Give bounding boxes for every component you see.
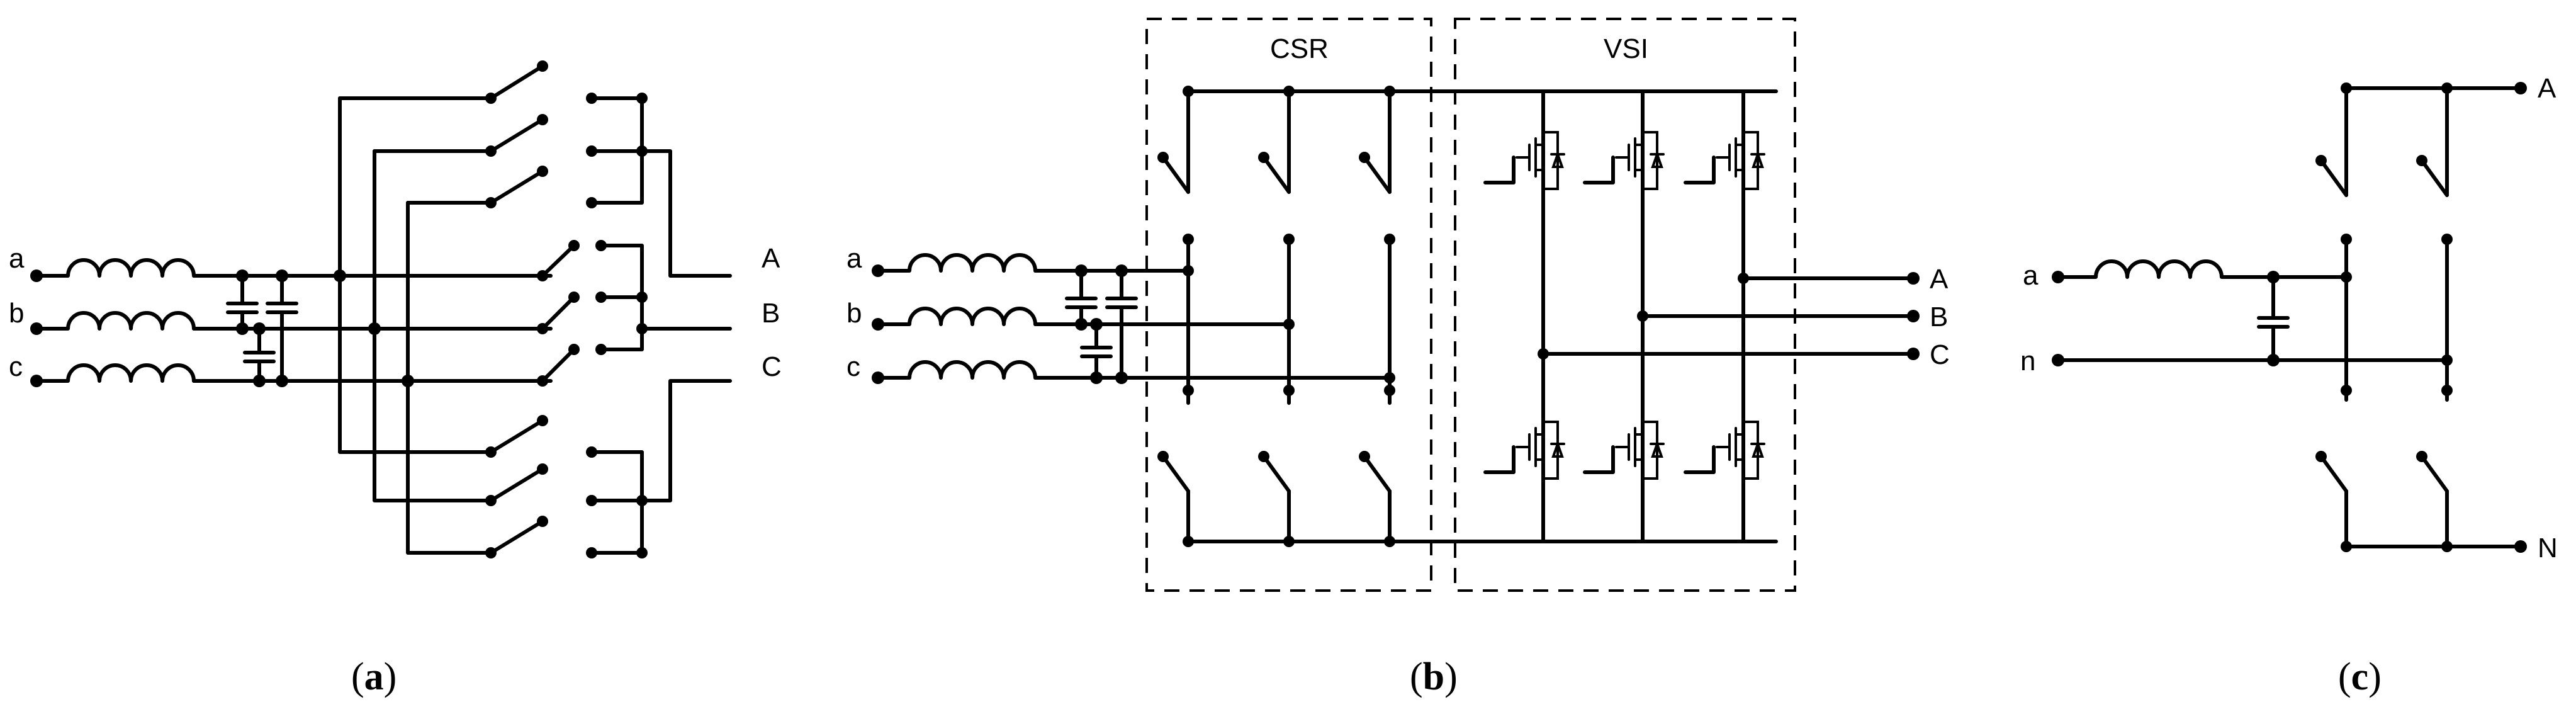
panel-c-output-terminals bbox=[2514, 82, 2527, 553]
panel-b-output-terminals bbox=[1907, 272, 1920, 360]
panel-c-capacitor bbox=[2257, 271, 2290, 366]
panel-b-input-lines bbox=[1033, 269, 1392, 380]
panel-a-output-bars bbox=[586, 93, 732, 558]
panel-b-inductors bbox=[876, 253, 1037, 380]
panel-b: CSR VSI a b c bbox=[846, 18, 1950, 698]
panel-a-bus-lines bbox=[334, 96, 493, 555]
panel-c-input-a-label: a bbox=[2023, 260, 2039, 291]
panel-a-capacitors bbox=[226, 269, 298, 387]
panel-a: a b c bbox=[9, 60, 782, 698]
panel-a-input-b-label: b bbox=[9, 298, 24, 329]
panel-c-caption: (c) bbox=[2338, 655, 2382, 698]
vsi-box bbox=[1454, 18, 1796, 592]
panel-a-output-B-label: B bbox=[762, 298, 780, 329]
panel-b-input-a-label: a bbox=[846, 243, 862, 274]
panel-b-input-c-label: c bbox=[846, 351, 860, 382]
csr-label: CSR bbox=[1270, 33, 1329, 64]
panel-b-caption: (b) bbox=[1410, 655, 1458, 698]
panel-a-output-C-label: C bbox=[762, 351, 782, 382]
panel-a-inductors bbox=[35, 258, 196, 383]
panel-a-input-c-label: c bbox=[9, 351, 23, 382]
panel-b-input-b-label: b bbox=[846, 298, 862, 329]
panel-a-input-a-label: a bbox=[9, 243, 25, 274]
panel-a-caption: (a) bbox=[351, 655, 397, 698]
panel-a-output-A-label: A bbox=[762, 243, 780, 274]
panel-b-output-A-label: A bbox=[1930, 264, 1949, 295]
vsi-label: VSI bbox=[1604, 33, 1648, 64]
panel-a-switch-matrix bbox=[485, 60, 580, 558]
vsi-mosfets bbox=[1483, 131, 1765, 480]
panel-b-output-B-label: B bbox=[1930, 302, 1948, 332]
csr-switch-legs bbox=[1157, 86, 1395, 547]
panel-b-capacitors bbox=[1065, 264, 1138, 384]
panel-c: a n bbox=[2020, 73, 2558, 698]
panel-c-input-n-label: n bbox=[2020, 346, 2035, 377]
panel-c-switch-legs bbox=[2315, 82, 2523, 552]
panel-c-input-terminals bbox=[2052, 271, 2064, 366]
panel-c-output-N-label: N bbox=[2538, 533, 2558, 564]
panel-c-inductor bbox=[2056, 259, 2348, 279]
panel-c-output-A-label: A bbox=[2538, 73, 2556, 104]
panel-b-output-C-label: C bbox=[1930, 339, 1950, 370]
